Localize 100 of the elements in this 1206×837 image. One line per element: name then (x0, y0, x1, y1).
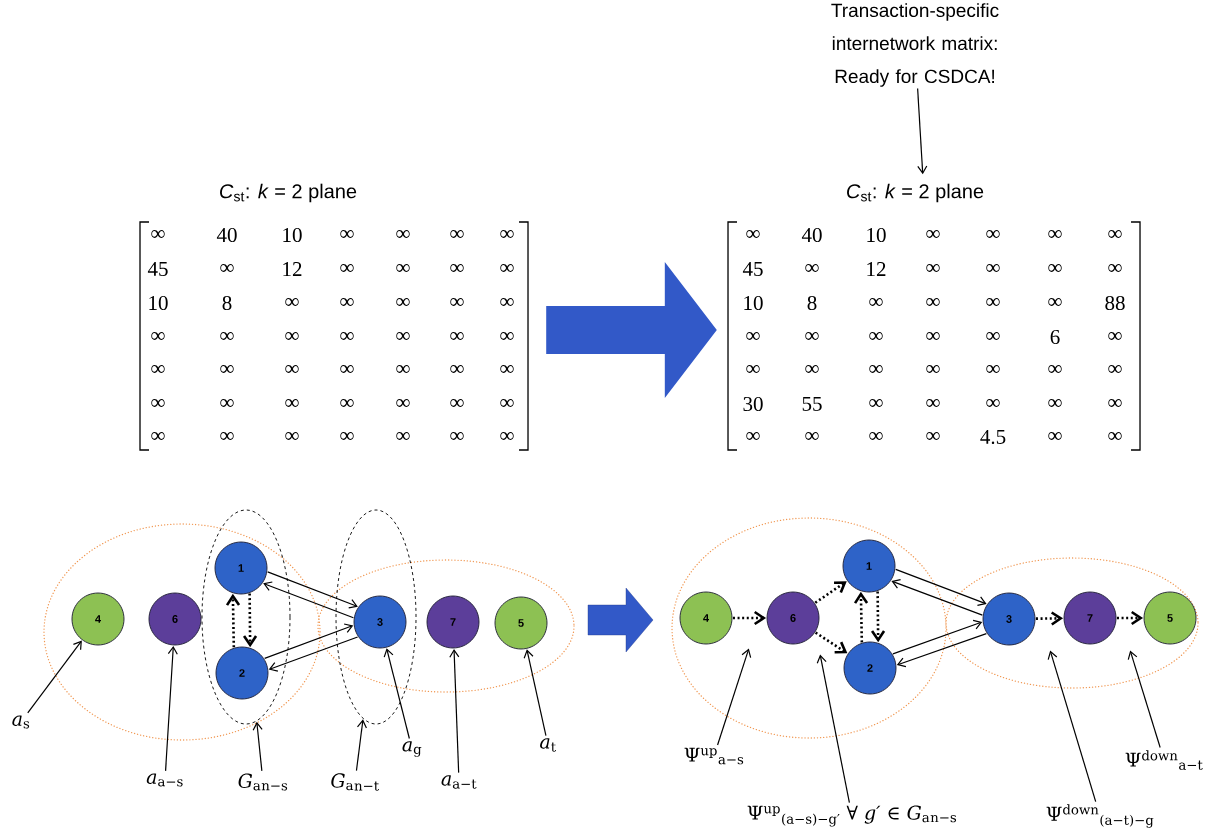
matrix-entry: 8 (222, 295, 232, 311)
network-node: 3 (353, 595, 407, 649)
matrix-entry: ∞ (500, 297, 514, 306)
network-node: 2 (843, 641, 897, 695)
math-label: Ψ$^{up}$$_{(a−s)−g′}$ ∀ g′ ∈ G$_{an−s}$ (747, 805, 957, 827)
matrix-entry: ∞ (151, 364, 165, 373)
matrix-entry: ∞ (500, 229, 514, 238)
matrix-entry: ∞ (986, 229, 1000, 238)
leader-line (383, 648, 410, 740)
arrow (895, 568, 987, 606)
matrix-entry: ∞ (1108, 364, 1122, 373)
matrix-entry: ∞ (805, 263, 819, 272)
matrix-title: C$_{st}$: k = 2 plane (220, 183, 357, 203)
matrix-entry: ∞ (926, 364, 940, 373)
dotted-arrow (1116, 610, 1144, 626)
matrix-entry: 10 (867, 227, 886, 243)
leader-line (27, 640, 82, 714)
dotted-arrow (732, 610, 767, 626)
matrix-entry: 88 (1105, 295, 1125, 311)
matrix-entry: ∞ (340, 263, 354, 272)
leader-line (1127, 650, 1161, 749)
matrix-entry: ∞ (746, 229, 760, 238)
matrix-entry: ∞ (986, 297, 1000, 306)
leader-line (816, 654, 850, 804)
matrix-entry: ∞ (285, 398, 299, 407)
leader-line (164, 645, 178, 772)
matrix-entry: 4.5 (980, 429, 1006, 445)
matrix-entry: 6 (1050, 329, 1060, 345)
network-node: 6 (148, 592, 202, 646)
matrix-entry: ∞ (396, 297, 410, 306)
arrow (264, 623, 354, 660)
leader-line (1047, 650, 1097, 803)
matrix-entry: ∞ (869, 431, 883, 440)
matrix-entry: ∞ (450, 331, 464, 340)
network-node: 4 (71, 592, 125, 646)
matrix-entry: ∞ (1048, 229, 1062, 238)
network-node: 1 (214, 541, 268, 595)
dotted-arrow (814, 581, 847, 604)
matrix-entry: ∞ (986, 364, 1000, 373)
matrix-entry: ∞ (805, 431, 819, 440)
matrix-entry: 55 (802, 397, 822, 411)
matrix-entry: ∞ (1048, 364, 1062, 373)
matrix-entry: ∞ (1108, 331, 1122, 340)
matrix-entry: ∞ (151, 229, 165, 238)
matrix-entry: ∞ (396, 263, 410, 272)
dotted-arrow (243, 593, 258, 648)
network-node: 4 (679, 591, 733, 645)
matrix-entry: ∞ (986, 398, 1000, 407)
matrix-entry: ∞ (926, 229, 940, 238)
network-node: 6 (766, 591, 820, 645)
matrix-entry: ∞ (340, 297, 354, 306)
matrix-entry: ∞ (396, 229, 410, 238)
matrix-entry: ∞ (986, 331, 1000, 340)
math-label: a$_{s}$ (12, 715, 30, 729)
matrix-entry: 30 (743, 396, 763, 412)
network-node: 1 (842, 539, 896, 593)
matrix-entry: ∞ (926, 263, 940, 272)
dotted-arrow (1035, 611, 1064, 626)
arrow (896, 633, 987, 668)
matrix-entry: ∞ (450, 263, 464, 272)
matrix-entry: 40 (216, 227, 237, 243)
block-arrow (546, 262, 717, 398)
matrix-entry: ∞ (285, 297, 299, 306)
network-node: 7 (426, 595, 480, 649)
arrow (891, 579, 983, 616)
matrix-entry: ∞ (1108, 229, 1122, 238)
network-node: 2 (215, 646, 269, 700)
dotted-arrow (853, 591, 869, 643)
matrix-entry: ∞ (1108, 263, 1122, 272)
matrix-entry: ∞ (151, 431, 165, 440)
matrix-entry: ∞ (450, 229, 464, 238)
matrix-entry: ∞ (500, 364, 514, 373)
matrix-entry: ∞ (396, 364, 410, 373)
leader-line (355, 719, 368, 772)
matrix-entry: ∞ (869, 398, 883, 407)
matrix-entry: ∞ (1048, 297, 1062, 306)
leader-line (716, 648, 752, 746)
matrix-entry: ∞ (1108, 431, 1122, 440)
matrix-entry: 10 (283, 227, 302, 243)
matrix-entry: ∞ (500, 431, 514, 440)
matrix-entry: ∞ (340, 364, 354, 373)
matrix-entry: ∞ (340, 398, 354, 407)
matrix-entry: 45 (742, 262, 763, 276)
matrix-entry: ∞ (151, 398, 165, 407)
matrix-entry: ∞ (869, 364, 883, 373)
matrix-entry: 10 (149, 295, 168, 311)
matrix-entry: ∞ (340, 431, 354, 440)
matrix-entry: ∞ (220, 431, 234, 440)
math-label: a$_{a−t}$ (441, 775, 477, 789)
matrix-entry: ∞ (1048, 431, 1062, 440)
matrix-entry: ∞ (340, 331, 354, 340)
matrix-entry: ∞ (805, 331, 819, 340)
matrix-entry: ∞ (285, 331, 299, 340)
matrix-entry: ∞ (746, 364, 760, 373)
matrix-entry: ∞ (450, 297, 464, 306)
matrix-entry: ∞ (926, 398, 940, 407)
matrix-entry: 12 (283, 262, 302, 276)
network-node: 5 (1143, 591, 1197, 645)
matrix-entry: ∞ (500, 398, 514, 407)
matrix-entry: ∞ (450, 398, 464, 407)
